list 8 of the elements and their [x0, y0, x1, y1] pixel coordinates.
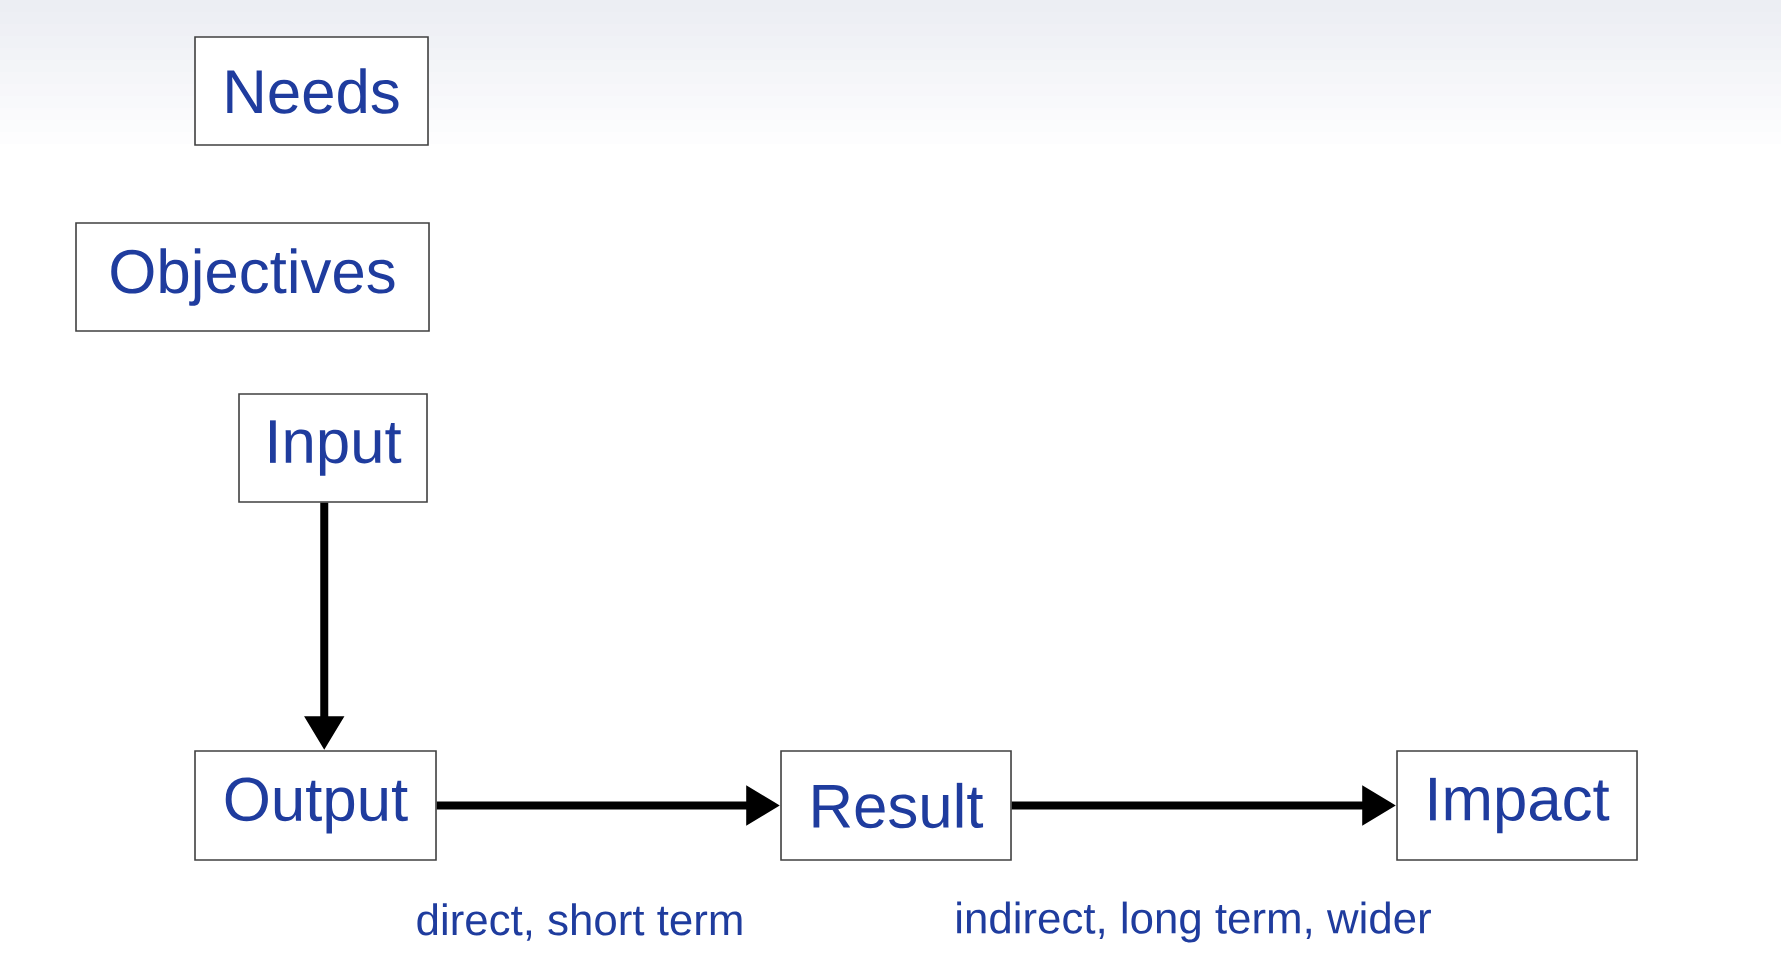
edge-label: direct, short term [413, 901, 747, 943]
text-box: Objectives [75, 222, 430, 332]
text-box: Needs [194, 36, 429, 146]
text-box: Input [238, 393, 428, 503]
text-box: Result [780, 750, 1012, 861]
edge-label: indirect, long term, wider [952, 899, 1434, 945]
text-box: Output [194, 750, 437, 861]
text-box: Impact [1396, 750, 1638, 861]
